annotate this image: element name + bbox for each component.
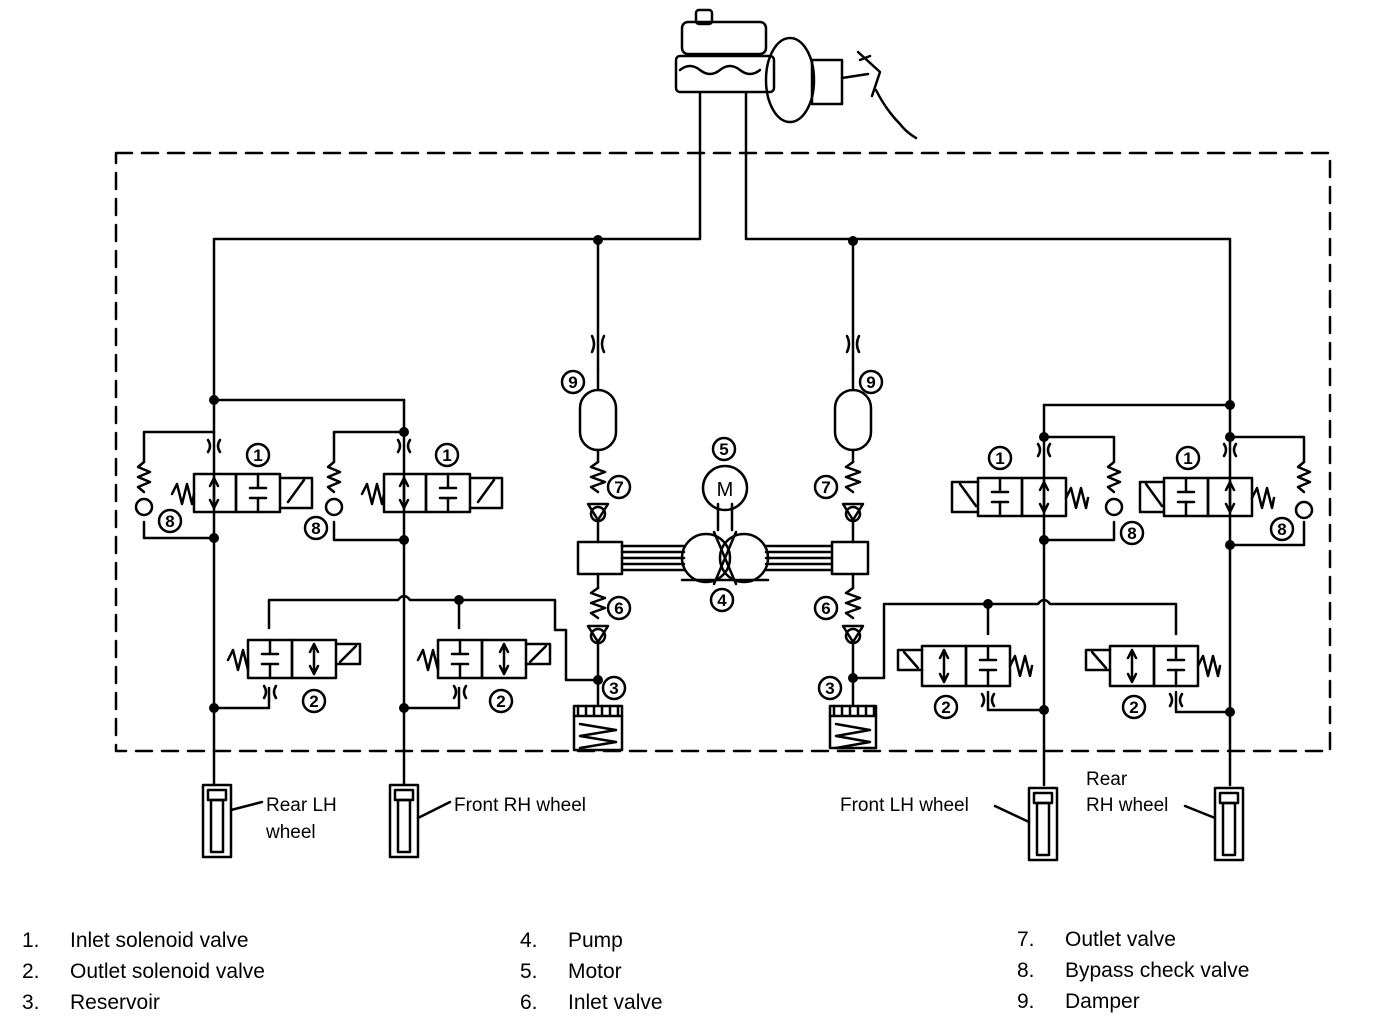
legend-number: 1.: [22, 929, 40, 952]
badge-6: 6: [614, 599, 623, 618]
reservoir-right: [828, 704, 878, 750]
badge-8: 8: [165, 512, 174, 531]
badge-3: 3: [825, 679, 834, 698]
inlet-solenoid-valve-rear-lh: [170, 438, 314, 514]
badge-1: 1: [995, 449, 1004, 468]
label-rear-rh-wheel-line1: Rear: [1086, 769, 1128, 790]
outlet-solenoid-valve-rear-rh: [1084, 644, 1222, 708]
bypass-check-valve-front-rh: [324, 460, 344, 517]
badge-8: 8: [1127, 524, 1136, 543]
main-brake-lines: [212, 92, 1232, 407]
badge-4: 4: [717, 591, 727, 610]
inlet-valve-left: [586, 586, 610, 706]
right-circuit: [850, 403, 1306, 787]
outlet-valve-right: [841, 460, 865, 544]
badge-7: 7: [614, 478, 623, 497]
inlet-solenoid-valve-rear-rh: [1138, 442, 1276, 518]
legend-number: 2.: [22, 960, 40, 983]
master-cylinder-booster: [674, 8, 918, 140]
legend-label: Inlet solenoid valve: [70, 929, 249, 952]
wheel-cylinder-rear-lh: [201, 783, 233, 859]
legend-number: 5.: [520, 960, 538, 983]
outlet-solenoid-valve-rear-lh: [226, 638, 362, 700]
badge-3: 3: [609, 679, 618, 698]
label-rear-lh-wheel-line2: wheel: [265, 822, 316, 843]
inlet-solenoid-valve-front-lh: [950, 442, 1090, 518]
legend-label: Outlet solenoid valve: [70, 960, 265, 983]
wheel-cylinder-rear-rh: [1213, 786, 1245, 862]
badge-9: 9: [866, 373, 875, 392]
legend-number: 8.: [1017, 959, 1035, 982]
bypass-check-valve-rear-rh: [1294, 460, 1314, 520]
label-front-lh-wheel: Front LH wheel: [840, 795, 969, 816]
legend-label: Inlet valve: [568, 991, 663, 1014]
legend-label: Bypass check valve: [1065, 959, 1250, 982]
bypass-check-valve-front-lh: [1104, 460, 1124, 517]
label-rear-rh-wheel-line2: RH wheel: [1086, 795, 1168, 816]
badge-2: 2: [941, 698, 950, 717]
legend-number: 7.: [1017, 928, 1035, 951]
label-rear-lh-wheel-line1: Rear LH: [266, 795, 337, 816]
outlet-solenoid-valve-front-rh: [416, 638, 552, 700]
pump-assembly: [576, 502, 870, 590]
badge-1: 1: [1183, 449, 1192, 468]
badge-6: 6: [821, 599, 830, 618]
outlet-solenoid-valve-front-lh: [896, 644, 1034, 708]
legend-label: Motor: [568, 960, 622, 983]
legend-number: 9.: [1017, 990, 1035, 1013]
legend-label: Outlet valve: [1065, 928, 1176, 951]
legend-label: Reservoir: [70, 991, 160, 1014]
badge-8: 8: [1277, 520, 1286, 539]
inlet-solenoid-valve-front-rh: [360, 438, 504, 514]
junction-dots: [209, 235, 1235, 717]
outlet-valve-left: [586, 460, 610, 544]
legend-number: 3.: [22, 991, 40, 1014]
badge-1: 1: [253, 446, 262, 465]
number-badges: 1 1 1 1 2 2 2 2 3 3 4 5 6 6 7 7 8 8 8 8 …: [157, 369, 1295, 720]
wheel-cylinder-front-rh: [388, 783, 420, 859]
left-circuit: [142, 398, 600, 787]
badge-2: 2: [309, 692, 318, 711]
reservoir-left: [572, 704, 624, 752]
damper-feed-lines: [596, 368, 855, 392]
legend-label: Pump: [568, 929, 623, 952]
legend-label: Damper: [1065, 990, 1140, 1013]
motor: [701, 464, 749, 512]
legend-number: 6.: [520, 991, 538, 1014]
wheel-leader-lines: [229, 800, 1217, 824]
bypass-check-valve-rear-lh: [134, 460, 154, 517]
badge-5: 5: [719, 440, 728, 459]
abs-hydraulic-circuit-diagram: 1 1 1 1 2 2 2 2 3 3 4 5 6 6 7 7 8 8 8 8 …: [114, 8, 1332, 862]
ecu-boundary: [114, 151, 1332, 753]
badge-1: 1: [442, 446, 451, 465]
legend-number: 4.: [520, 929, 538, 952]
badge-2: 2: [496, 692, 505, 711]
wheel-cylinder-front-lh: [1027, 786, 1059, 862]
badge-7: 7: [821, 478, 830, 497]
motor-symbol: M: [717, 479, 734, 501]
label-front-rh-wheel: Front RH wheel: [454, 795, 586, 816]
badge-2: 2: [1129, 698, 1138, 717]
badge-8: 8: [311, 519, 320, 538]
badge-9: 9: [568, 373, 577, 392]
